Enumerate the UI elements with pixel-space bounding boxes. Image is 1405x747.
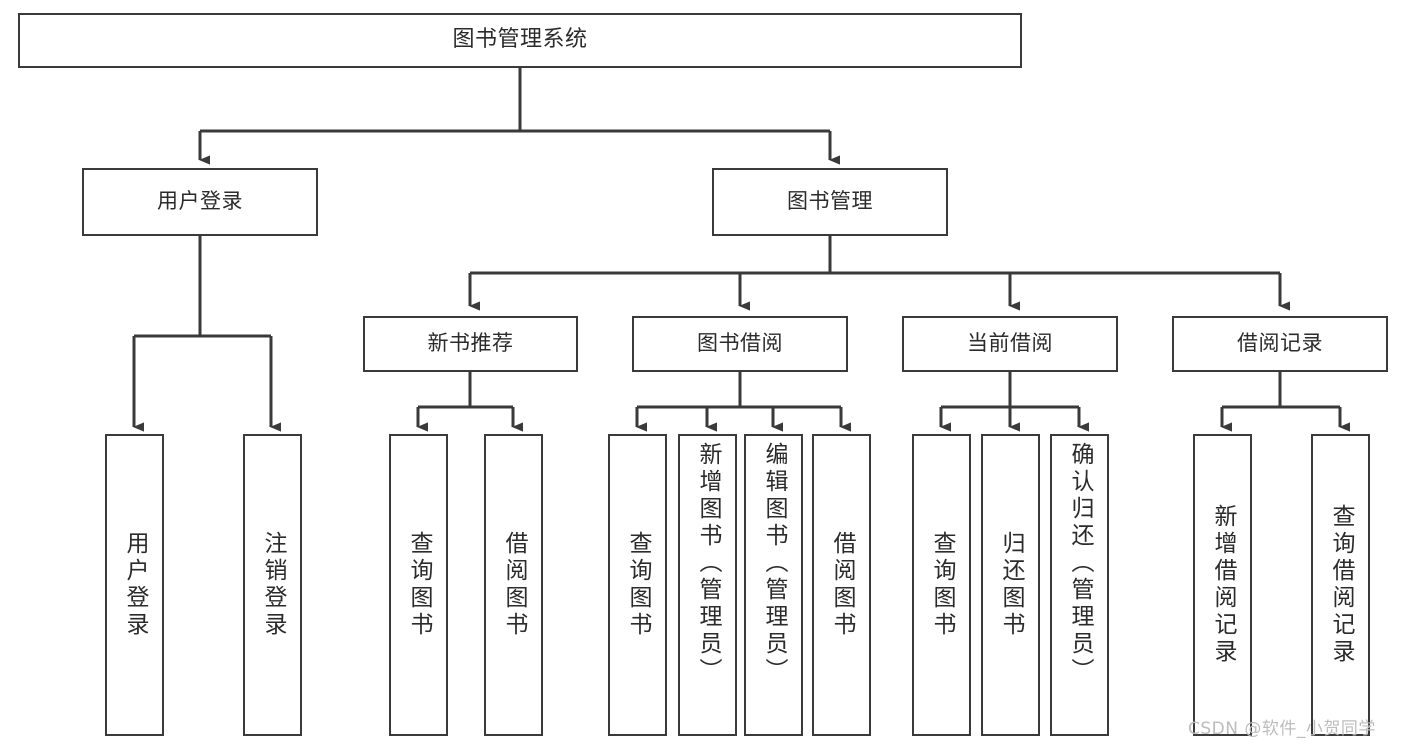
- node-leaf-add-record[interactable]: 新增借阅记录: [1193, 434, 1252, 736]
- node-leaf-confirm-return[interactable]: 确认归还（管理员）: [1050, 434, 1109, 736]
- node-leaf-user-login[interactable]: 用户登录: [105, 434, 164, 736]
- node-root-label: 图书管理系统: [452, 27, 588, 53]
- node-book-borrow[interactable]: 图书借阅: [632, 316, 848, 372]
- node-leaf-return-book-label: 归还图书: [998, 531, 1024, 639]
- watermark-text: CSDN @软件_小贺同学: [1188, 719, 1376, 739]
- node-current-borrow-label: 当前借阅: [967, 331, 1053, 356]
- node-leaf-query-record[interactable]: 查询借阅记录: [1311, 434, 1370, 736]
- node-new-book-rec-label: 新书推荐: [427, 331, 514, 356]
- node-root[interactable]: 图书管理系统: [18, 13, 1022, 68]
- node-leaf-logout-label: 注销登录: [260, 531, 286, 639]
- node-leaf-query-book-2-label: 查询图书: [625, 531, 651, 639]
- node-leaf-edit-book[interactable]: 编辑图书（管理员）: [744, 434, 803, 736]
- node-user-login[interactable]: 用户登录: [82, 168, 318, 236]
- node-book-manage[interactable]: 图书管理: [712, 168, 948, 236]
- node-leaf-edit-book-label: 编辑图书（管理员）: [761, 442, 787, 685]
- node-new-book-rec[interactable]: 新书推荐: [363, 316, 578, 372]
- node-leaf-query-book-1[interactable]: 查询图书: [389, 434, 448, 736]
- node-borrow-record-label: 借阅记录: [1237, 331, 1323, 356]
- node-current-borrow[interactable]: 当前借阅: [902, 316, 1118, 372]
- node-leaf-add-book[interactable]: 新增图书（管理员）: [678, 434, 737, 736]
- node-leaf-add-record-label: 新增借阅记录: [1210, 504, 1236, 666]
- node-book-manage-label: 图书管理: [787, 189, 873, 214]
- node-borrow-record[interactable]: 借阅记录: [1172, 316, 1388, 372]
- node-leaf-query-book-2[interactable]: 查询图书: [608, 434, 667, 736]
- node-leaf-borrow-book-1[interactable]: 借阅图书: [484, 434, 543, 736]
- node-book-borrow-label: 图书借阅: [697, 331, 783, 356]
- node-leaf-logout[interactable]: 注销登录: [243, 434, 302, 736]
- node-leaf-borrow-book-2-label: 借阅图书: [829, 531, 855, 639]
- node-leaf-borrow-book-1-label: 借阅图书: [501, 531, 527, 639]
- node-leaf-query-book-1-label: 查询图书: [406, 531, 432, 639]
- node-leaf-query-book-3-label: 查询图书: [929, 531, 955, 639]
- node-leaf-borrow-book-2[interactable]: 借阅图书: [812, 434, 871, 736]
- node-leaf-user-login-label: 用户登录: [122, 531, 148, 639]
- node-leaf-query-record-label: 查询借阅记录: [1328, 504, 1354, 666]
- node-leaf-return-book[interactable]: 归还图书: [981, 434, 1040, 736]
- node-leaf-add-book-label: 新增图书（管理员）: [695, 442, 721, 685]
- node-user-login-label: 用户登录: [157, 189, 243, 214]
- node-leaf-query-book-3[interactable]: 查询图书: [912, 434, 971, 736]
- node-leaf-confirm-return-label: 确认归还（管理员）: [1067, 442, 1093, 685]
